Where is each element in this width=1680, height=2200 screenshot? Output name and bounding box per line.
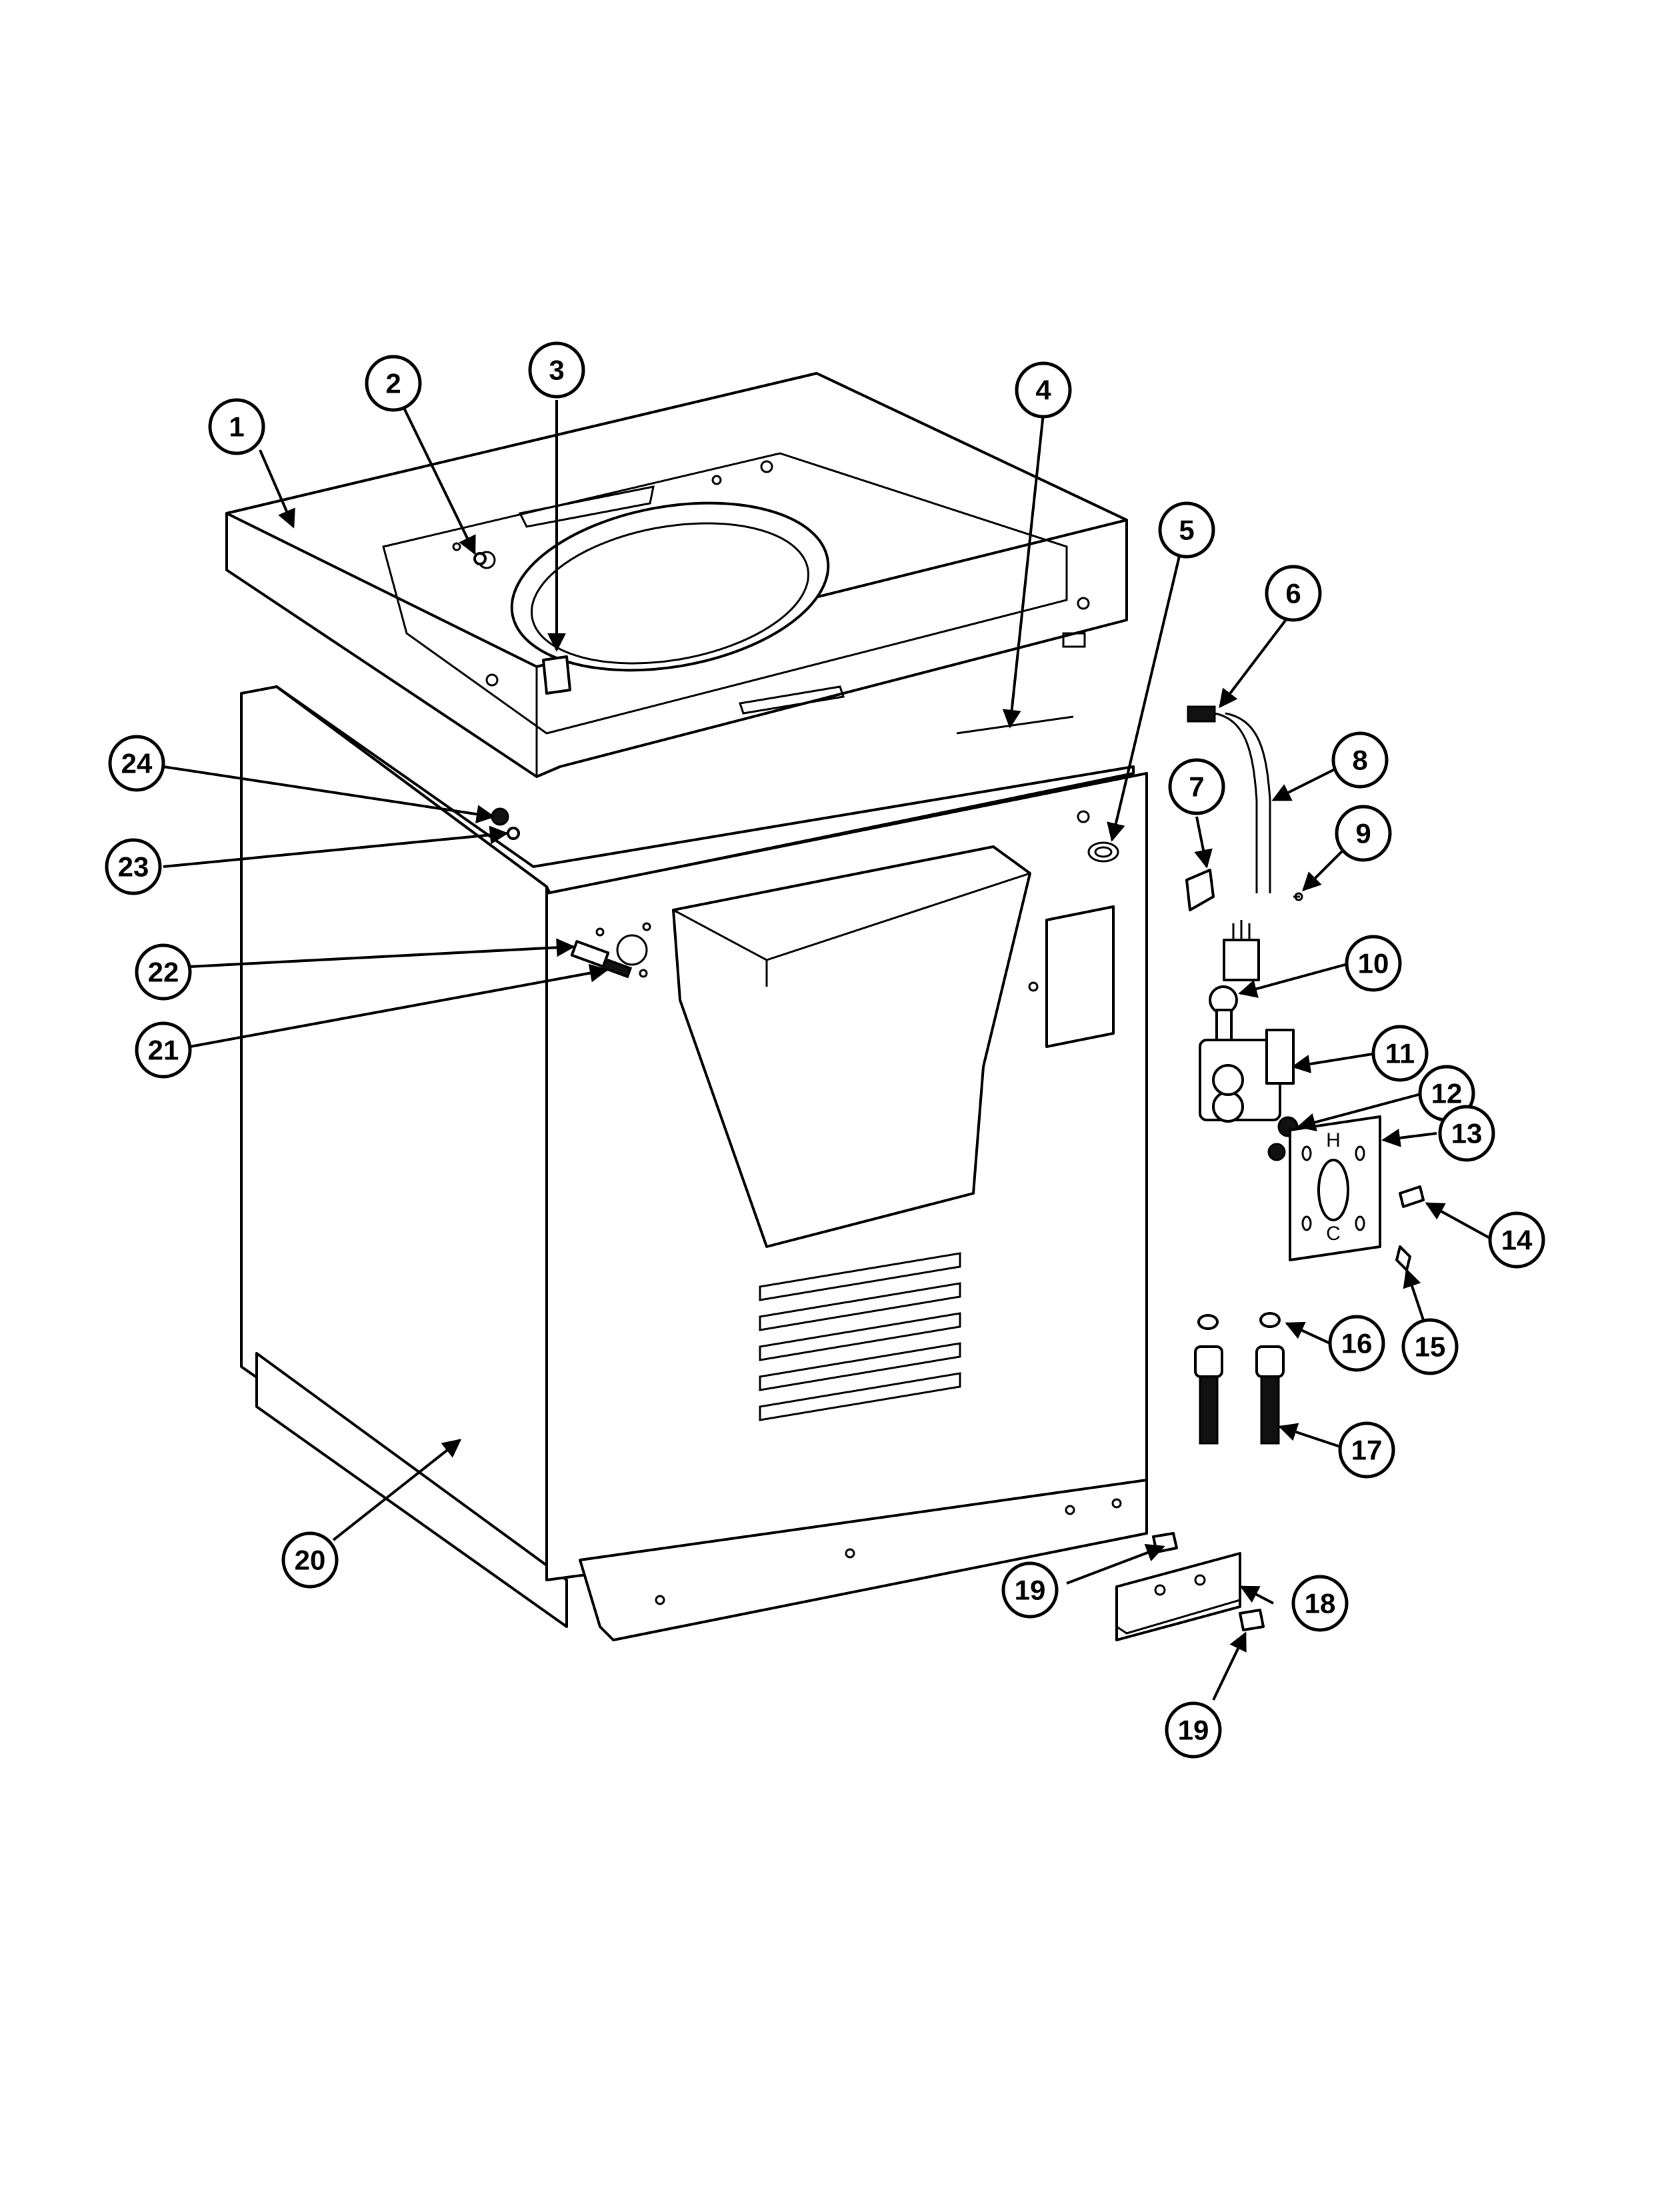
small-hardware <box>473 552 633 979</box>
callouts: 1 2 3 4 5 6 7 8 9 10 11 12 13 14 15 <box>105 341 1545 1759</box>
svg-text:19: 19 <box>1178 1715 1209 1746</box>
callout-4: 4 <box>1015 361 1072 419</box>
top-cover <box>225 372 1128 778</box>
svg-text:2: 2 <box>385 368 401 399</box>
callout-13: 13 <box>1438 1105 1495 1162</box>
svg-text:15: 15 <box>1415 1331 1446 1363</box>
callout-5: 5 <box>1158 501 1215 559</box>
svg-text:3: 3 <box>549 355 564 386</box>
callout-8: 8 <box>1331 731 1389 789</box>
bracket <box>1115 1532 1265 1641</box>
leader-lines <box>163 400 1494 1701</box>
callout-20: 20 <box>281 1531 339 1589</box>
water-valve: H C <box>1199 985 1425 1271</box>
svg-text:11: 11 <box>1385 1038 1415 1069</box>
svg-text:19: 19 <box>1015 1575 1046 1606</box>
callout-14: 14 <box>1488 1211 1545 1269</box>
callout-7: 7 <box>1168 758 1225 815</box>
cabinet <box>240 685 1148 1641</box>
svg-text:13: 13 <box>1451 1118 1483 1149</box>
wiring-harness <box>1185 705 1303 981</box>
callout-16: 16 <box>1328 1315 1385 1372</box>
svg-text:21: 21 <box>148 1035 179 1066</box>
callout-9: 9 <box>1335 805 1392 862</box>
svg-text:16: 16 <box>1341 1328 1373 1359</box>
callout-3: 3 <box>528 341 585 399</box>
inlet-hoses <box>1194 1312 1285 1445</box>
callout-21: 21 <box>135 1021 192 1079</box>
svg-text:6: 6 <box>1285 578 1301 609</box>
svg-text:4: 4 <box>1035 375 1051 406</box>
svg-text:24: 24 <box>121 748 153 779</box>
callout-19-upper: 19 <box>1001 1561 1059 1619</box>
callout-19-lower: 19 <box>1165 1701 1222 1759</box>
svg-text:12: 12 <box>1431 1078 1463 1109</box>
svg-text:17: 17 <box>1351 1435 1383 1466</box>
callout-6: 6 <box>1265 565 1322 622</box>
callout-17: 17 <box>1338 1421 1395 1479</box>
svg-text:22: 22 <box>148 957 179 988</box>
svg-text:10: 10 <box>1358 948 1389 979</box>
svg-text:8: 8 <box>1352 745 1367 776</box>
svg-text:14: 14 <box>1501 1225 1533 1256</box>
svg-text:7: 7 <box>1189 771 1204 803</box>
callout-24: 24 <box>108 735 165 792</box>
cold-letter: C <box>1326 1223 1341 1245</box>
svg-text:1: 1 <box>229 411 244 443</box>
callout-15: 15 <box>1401 1318 1459 1375</box>
svg-text:9: 9 <box>1355 818 1371 849</box>
callout-10: 10 <box>1345 935 1402 992</box>
callout-11: 11 <box>1371 1025 1429 1082</box>
louvres <box>759 1252 961 1421</box>
svg-text:23: 23 <box>118 851 149 883</box>
svg-text:20: 20 <box>295 1545 326 1576</box>
callout-18: 18 <box>1291 1575 1349 1632</box>
callout-23: 23 <box>105 838 162 895</box>
svg-text:18: 18 <box>1305 1588 1336 1619</box>
svg-text:5: 5 <box>1179 515 1194 546</box>
callout-22: 22 <box>135 943 192 1001</box>
callout-2: 2 <box>365 355 422 412</box>
callout-1: 1 <box>208 398 265 455</box>
hot-letter: H <box>1326 1129 1341 1151</box>
